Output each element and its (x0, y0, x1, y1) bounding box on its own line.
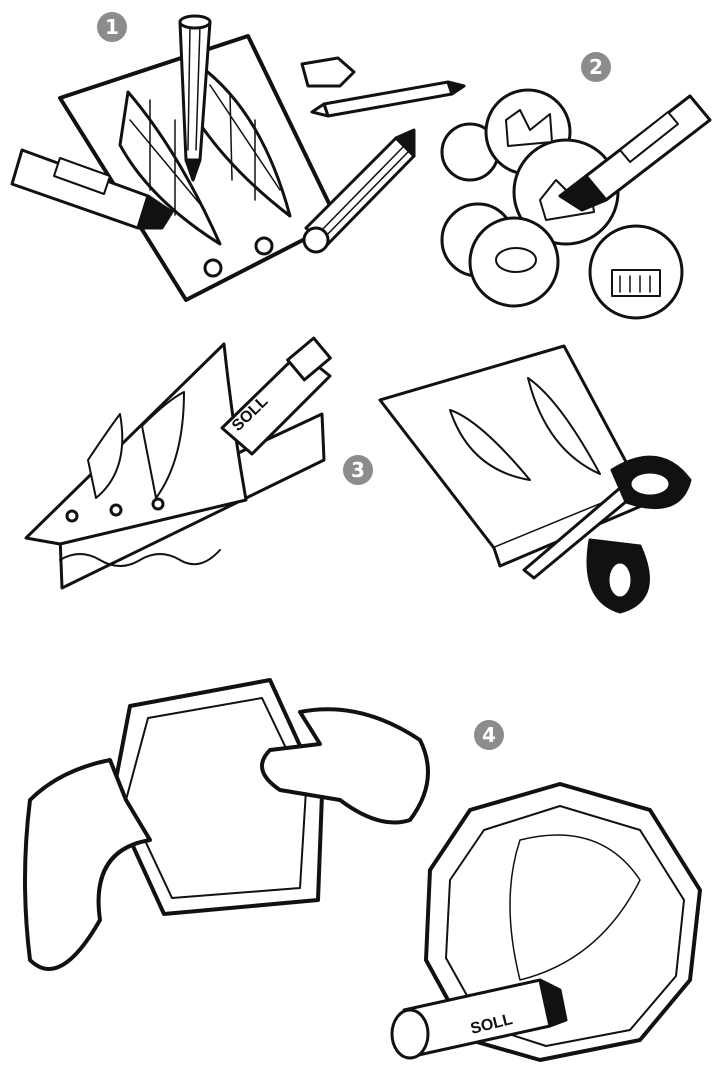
step-4-globe-illustration: SOLL (392, 784, 700, 1060)
step-4-fold-illustration (25, 680, 428, 969)
step-3-cut-illustration (380, 346, 690, 612)
step-2-discs-illustration (442, 90, 710, 318)
step-3-glue-illustration: SOLL (26, 338, 330, 588)
step-1-drawing-illustration (12, 16, 464, 300)
eraser (302, 58, 354, 86)
paper-hole (205, 260, 221, 276)
paper-hole (256, 238, 272, 254)
